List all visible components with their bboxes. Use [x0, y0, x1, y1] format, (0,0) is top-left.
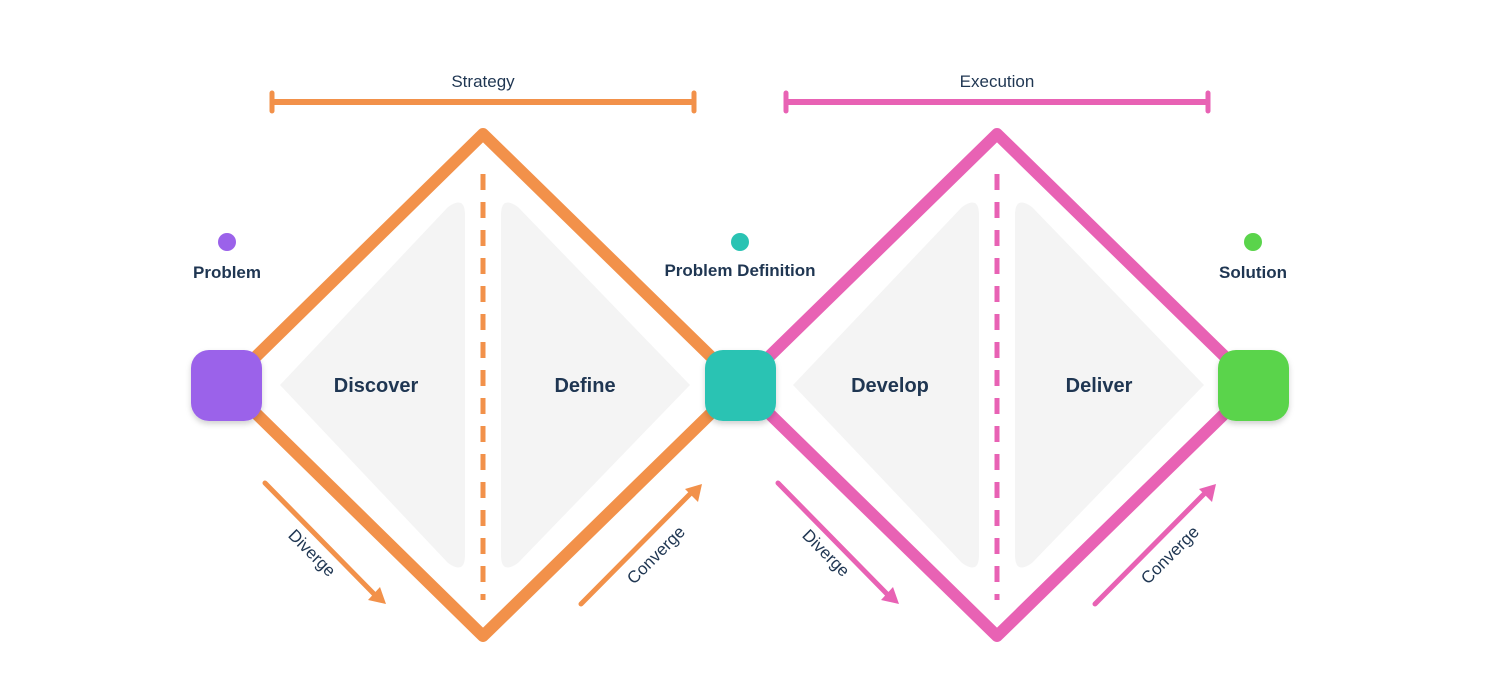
converge-arrow-2: Converge — [1092, 484, 1216, 607]
converge-arrow-1: Converge — [578, 484, 702, 607]
problem-dot — [218, 233, 236, 251]
diverge-arrow-1: Diverge — [262, 480, 386, 604]
converge-label-2: Converge — [1137, 522, 1203, 588]
deliver-triangle — [1015, 202, 1204, 568]
define-triangle — [501, 202, 690, 568]
strategy-label: Strategy — [451, 72, 515, 91]
problem-definition-node — [705, 350, 776, 421]
solution-node — [1218, 350, 1289, 421]
phase-deliver: Deliver — [1066, 375, 1133, 397]
phase-define: Define — [554, 375, 615, 397]
problem-label: Problem — [193, 263, 261, 282]
problem-definition-dot — [731, 233, 749, 251]
execution-bracket: Execution — [783, 72, 1211, 114]
execution-label: Execution — [960, 72, 1035, 91]
converge-label-1: Converge — [623, 522, 689, 588]
develop-triangle — [793, 202, 979, 568]
phase-discover: Discover — [334, 375, 419, 397]
problem-node — [191, 350, 262, 421]
diverge-arrow-2: Diverge — [775, 480, 899, 604]
problem-definition-label: Problem Definition — [664, 261, 815, 280]
discover-triangle — [280, 202, 465, 568]
solution-dot — [1244, 233, 1262, 251]
solution-label: Solution — [1219, 263, 1287, 282]
phase-develop: Develop — [851, 375, 929, 397]
strategy-bracket: Strategy — [269, 72, 697, 114]
